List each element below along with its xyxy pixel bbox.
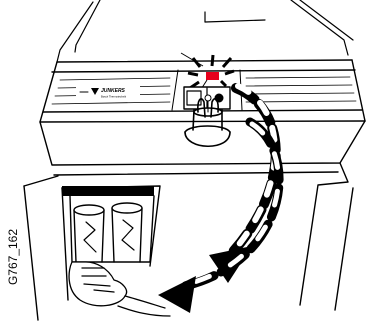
figure-code: G767_162 [6, 222, 20, 292]
battery-icon [112, 203, 142, 262]
reset-button-icon [215, 94, 224, 103]
housing-top [57, 0, 353, 62]
brand-subtitle: Bosch Thermotechnik [101, 95, 127, 99]
brand-plate: JUNKERS Bosch Thermotechnik [76, 84, 140, 100]
arrow-icon [158, 86, 279, 313]
battery-compartment [62, 186, 154, 262]
battery-icon [74, 205, 104, 262]
brand-name: JUNKERS [101, 88, 126, 94]
hand-icon [69, 262, 170, 316]
